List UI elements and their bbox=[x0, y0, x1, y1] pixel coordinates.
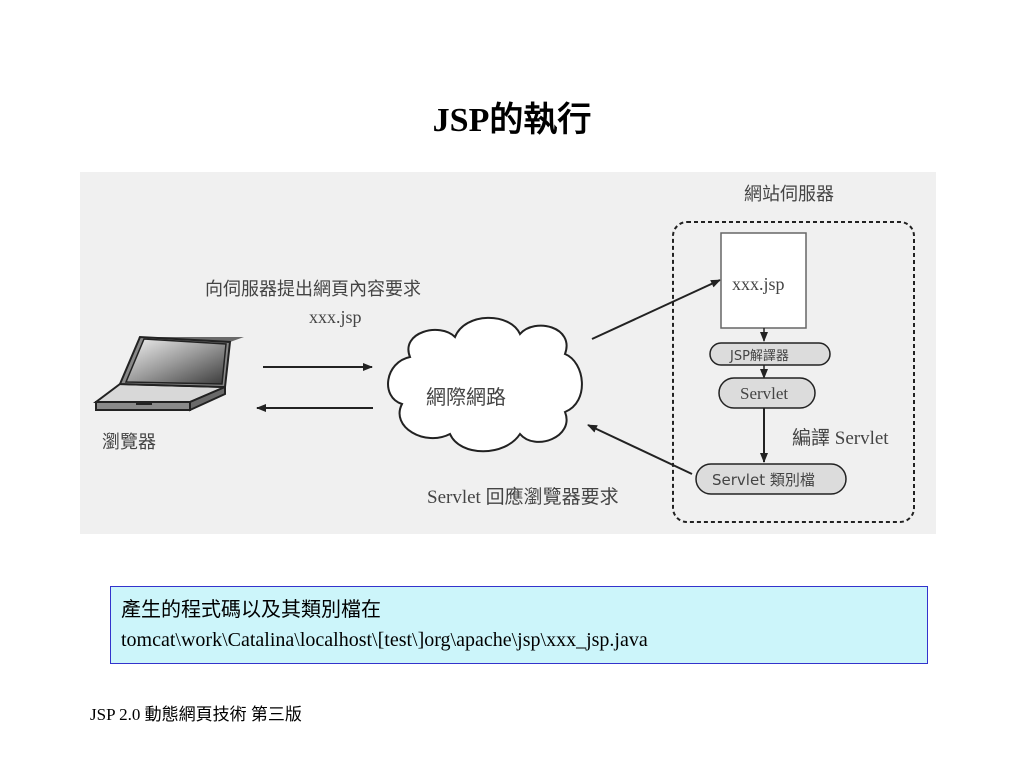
footer-text: JSP 2.0 動態網頁技術 第三版 bbox=[90, 705, 302, 724]
note-line-2: tomcat\work\Catalina\localhost\[test\]or… bbox=[121, 629, 648, 651]
servlet-label: Servlet bbox=[740, 384, 788, 403]
note-line-1: 產生的程式碼以及其類別檔在 bbox=[121, 599, 381, 621]
request-file-label: xxx.jsp bbox=[309, 307, 362, 327]
server-box bbox=[672, 221, 915, 523]
jsp-execution-diagram: 瀏覽器 向伺服器提出網頁內容要求 xxx.jsp 網際網路 Servlet 回應… bbox=[80, 172, 936, 534]
internet-cloud-icon bbox=[387, 316, 583, 453]
jsp-translator-box bbox=[709, 342, 831, 366]
internet-label: 網際網路 bbox=[426, 385, 506, 409]
browser-label: 瀏覽器 bbox=[102, 432, 156, 453]
compile-label: 編譯 Servlet bbox=[792, 427, 889, 449]
servlet-box bbox=[718, 377, 816, 409]
server-label: 網站伺服器 bbox=[744, 184, 834, 205]
servlet-class-box bbox=[695, 463, 847, 495]
response-label: Servlet 回應瀏覽器要求 bbox=[427, 485, 619, 508]
servlet-class-label: Servlet 類別檔 bbox=[712, 471, 815, 489]
from-servlet-class-arrow bbox=[587, 424, 693, 475]
laptop-icon bbox=[93, 335, 244, 412]
slide-title: JSP的執行 bbox=[432, 102, 592, 139]
jsp-file-label: xxx.jsp bbox=[732, 274, 785, 294]
jsp-translator-label: JSP解譯器 bbox=[729, 348, 789, 364]
request-label: 向伺服器提出網頁內容要求 bbox=[205, 279, 421, 300]
jsp-file-box bbox=[720, 232, 807, 329]
generated-code-note: 產生的程式碼以及其類別檔在 tomcat\work\Catalina\local… bbox=[110, 586, 928, 664]
to-jsp-arrow bbox=[591, 279, 721, 340]
